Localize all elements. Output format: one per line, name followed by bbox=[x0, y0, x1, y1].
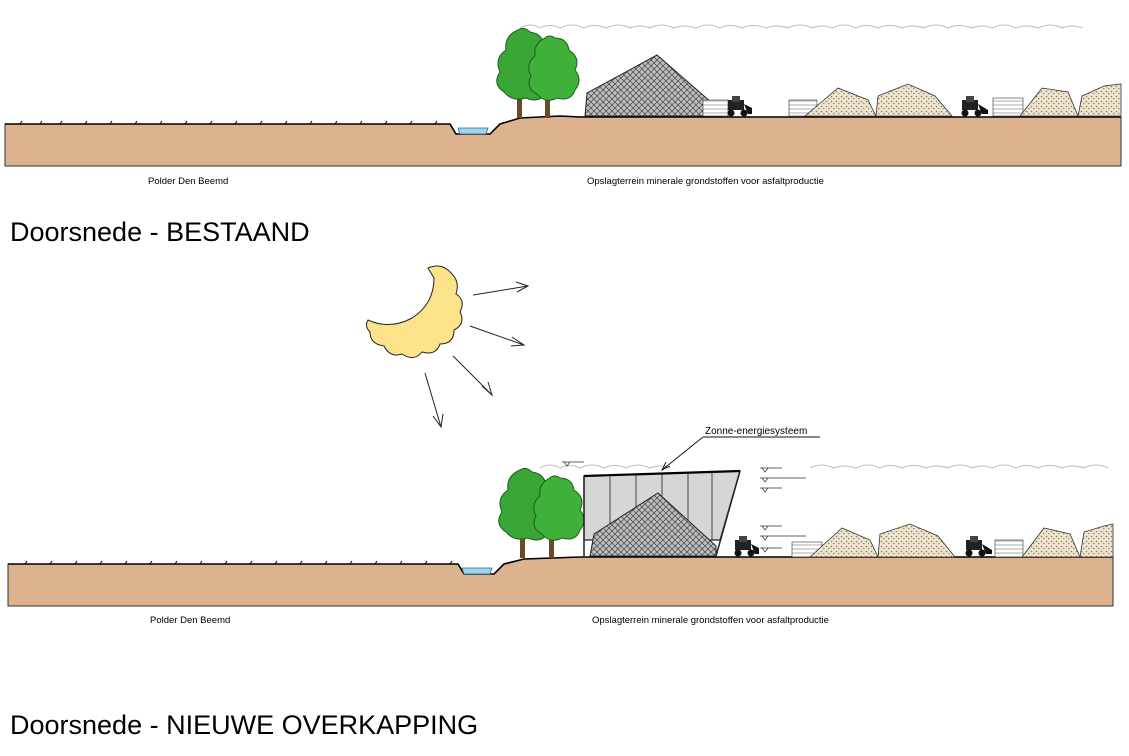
gravel-pile-light bbox=[803, 87, 877, 117]
label-polder: Polder Den Beemd bbox=[150, 615, 230, 626]
sun-rays bbox=[424, 281, 530, 429]
label-polder: Polder Den Beemd bbox=[148, 176, 228, 187]
section-title-new: Doorsnede - NIEUWE OVERKAPPING bbox=[10, 710, 479, 740]
cloud-line bbox=[539, 464, 1109, 469]
gravel-pile-light bbox=[1021, 527, 1081, 558]
gravel-pile-light bbox=[875, 83, 953, 117]
gravel-pile-light bbox=[1077, 83, 1122, 117]
section-new: Zonne-energiesysteem Polder Den Beemd Op… bbox=[7, 426, 1114, 626]
wheel-loader bbox=[734, 536, 759, 557]
wheel-loader bbox=[961, 96, 988, 117]
cloud-line bbox=[519, 24, 1083, 29]
sun-icon bbox=[365, 265, 463, 358]
shed bbox=[992, 97, 1024, 117]
shed bbox=[702, 99, 729, 117]
ground-line bbox=[5, 115, 1121, 135]
wheel-loader bbox=[727, 96, 752, 117]
shed bbox=[994, 539, 1024, 558]
callout-leader bbox=[660, 436, 820, 472]
level-markers bbox=[562, 461, 806, 553]
grass-ticks bbox=[19, 120, 438, 125]
gravel-pile-dark bbox=[584, 54, 721, 117]
gravel-pile-light bbox=[1079, 523, 1114, 558]
label-storage-site: Opslagterrein minerale grondstoffen voor… bbox=[592, 615, 829, 626]
wheel-loader bbox=[965, 536, 992, 557]
section-existing: Polder Den Beemd Opslagterrein minerale … bbox=[4, 24, 1122, 187]
gravel-pile-dark bbox=[589, 492, 717, 557]
gravel-pile-light bbox=[877, 523, 956, 558]
trees bbox=[498, 467, 585, 558]
ditch-water bbox=[457, 127, 489, 135]
section-title-existing: Doorsnede - BESTAAND bbox=[10, 217, 310, 247]
trees bbox=[496, 27, 580, 118]
ground-line bbox=[8, 556, 1113, 575]
ditch-water bbox=[461, 567, 493, 575]
callout-solar-system: Zonne-energiesysteem bbox=[705, 426, 807, 437]
gravel-pile-light bbox=[808, 527, 879, 558]
grass-ticks bbox=[24, 560, 453, 565]
label-storage-site: Opslagterrein minerale grondstoffen voor… bbox=[587, 176, 824, 187]
gravel-pile-light bbox=[1019, 87, 1079, 117]
